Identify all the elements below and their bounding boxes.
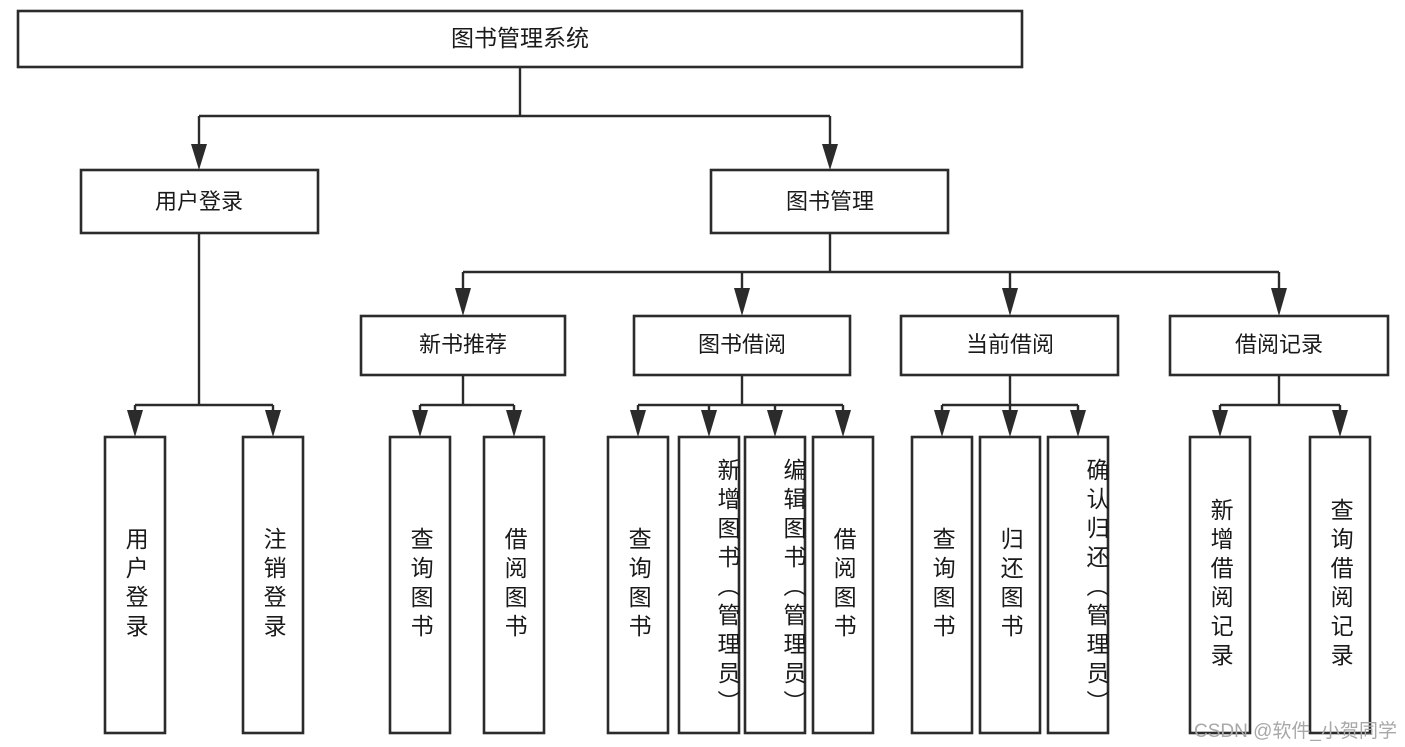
- node-current-borrow[interactable]: 当前借阅: [899, 314, 1120, 377]
- root-node-label: 图书管理系统: [451, 25, 589, 51]
- connector-newbook-to-leaves: [412, 375, 522, 437]
- leaf-query-book-3[interactable]: [910, 435, 974, 735]
- root-node[interactable]: 图书管理系统: [16, 9, 1024, 69]
- node-book-borrow-label: 图书借阅: [698, 332, 786, 357]
- leaf-borrow-book-1[interactable]: [482, 435, 546, 735]
- node-borrow-record-label: 借阅记录: [1235, 332, 1323, 357]
- leaf-logout[interactable]: [241, 435, 305, 735]
- leaf-borrow-book-2[interactable]: [811, 435, 875, 735]
- leaf-query-borrow-record[interactable]: [1308, 435, 1372, 735]
- connector-root-to-level1: [191, 67, 838, 170]
- node-book-management[interactable]: 图书管理: [709, 168, 950, 235]
- node-current-borrow-label: 当前借阅: [966, 332, 1054, 357]
- node-new-book-recommend[interactable]: 新书推荐: [359, 314, 567, 377]
- leaf-return-book[interactable]: [978, 435, 1042, 735]
- leaf-edit-book-admin[interactable]: [743, 435, 807, 735]
- connector-bookborrow-to-leaves: [630, 375, 851, 437]
- node-user-login[interactable]: 用户登录: [79, 168, 320, 235]
- connector-currentborrow-to-leaves: [934, 375, 1086, 437]
- leaf-add-borrow-record[interactable]: [1188, 435, 1252, 735]
- node-borrow-record[interactable]: 借阅记录: [1168, 314, 1390, 377]
- connector-userlogin-to-leaves: [127, 233, 281, 437]
- node-book-management-label: 图书管理: [786, 189, 874, 214]
- watermark: CSDN @软件_小贺同学: [1194, 721, 1397, 742]
- node-new-book-recommend-label: 新书推荐: [419, 332, 507, 357]
- leaf-query-book-2[interactable]: [606, 435, 670, 735]
- leaf-confirm-return-admin[interactable]: [1046, 435, 1110, 735]
- leaf-user-login[interactable]: [103, 435, 167, 735]
- node-book-borrow[interactable]: 图书借阅: [632, 314, 852, 377]
- leaf-add-book-admin[interactable]: [677, 435, 741, 735]
- leaf-query-book-1[interactable]: [388, 435, 452, 735]
- node-user-login-label: 用户登录: [155, 189, 243, 214]
- connector-bookmgmt-to-level2: [455, 233, 1287, 316]
- connector-borrowrecord-to-leaves: [1212, 375, 1348, 437]
